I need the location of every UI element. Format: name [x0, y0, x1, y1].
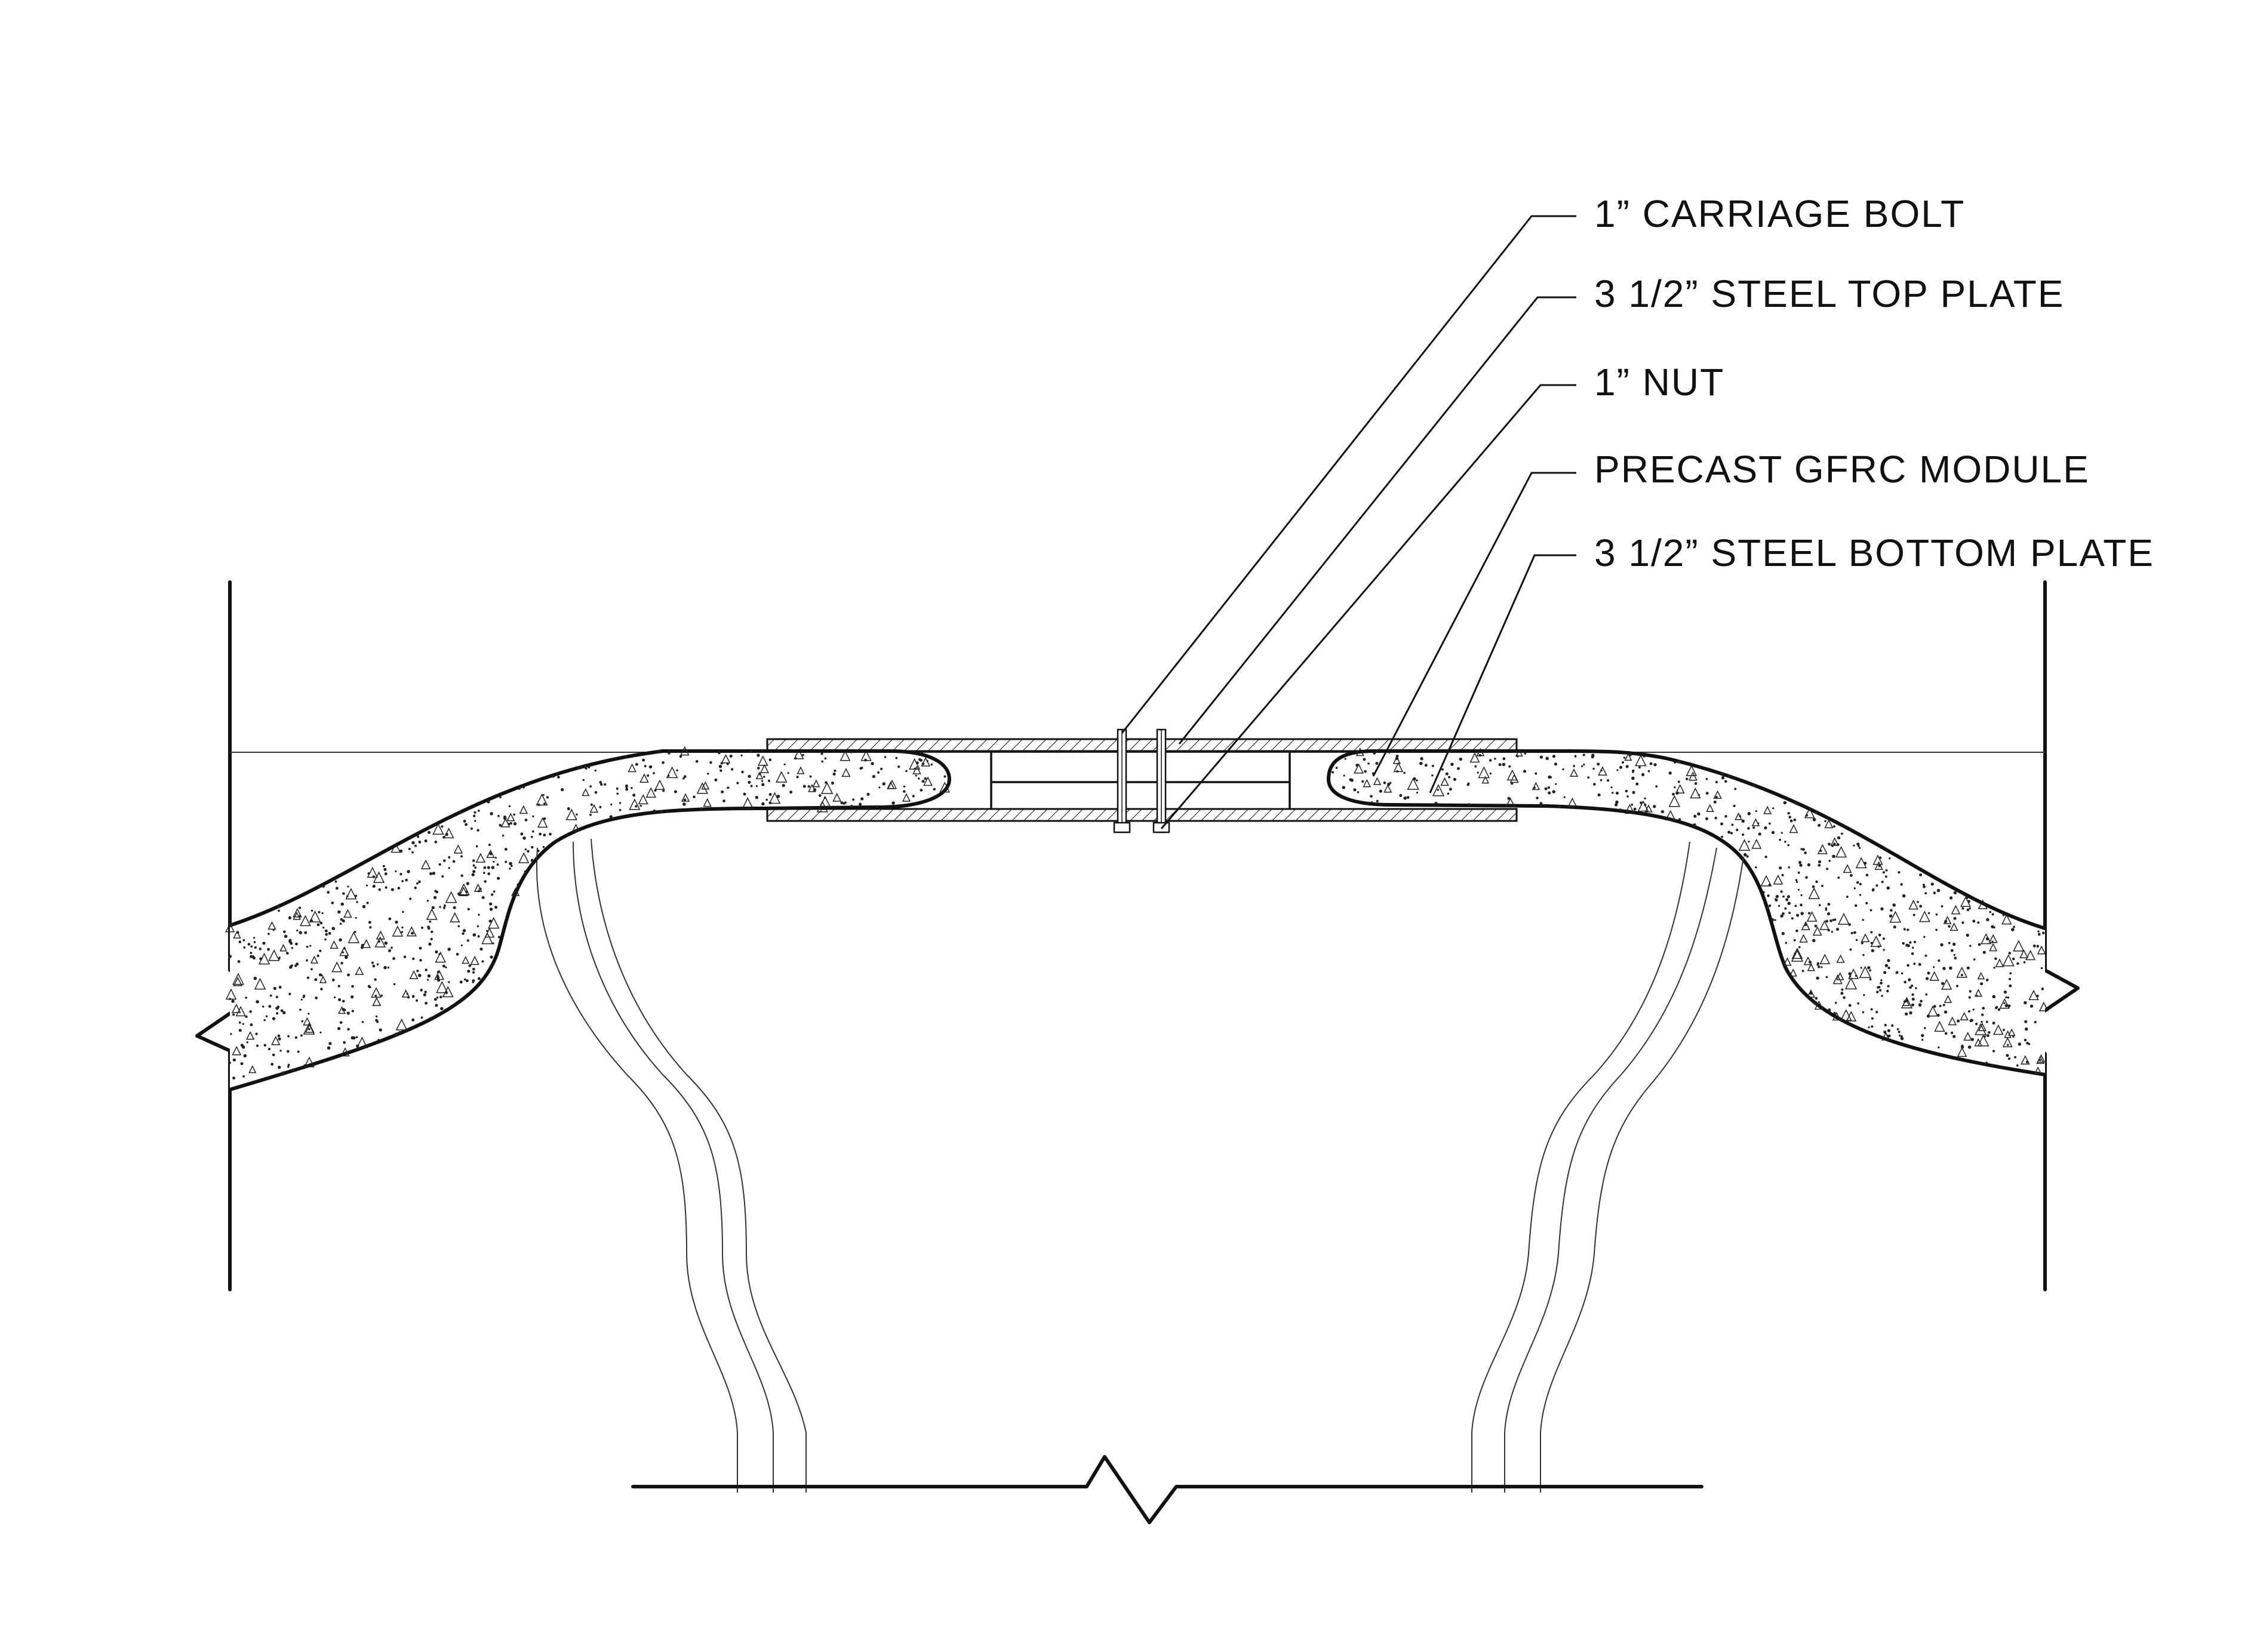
bottom-steel-plate — [766, 808, 1518, 822]
left-gfrc-module — [228, 749, 951, 1091]
concrete-stipple — [225, 746, 2049, 1080]
callout-label-carriage-bolt: 1” CARRIAGE BOLT — [1594, 192, 1965, 235]
left-support-lines — [536, 838, 807, 1493]
leader-top-plate — [1178, 296, 1576, 745]
ground-break-line — [631, 1455, 1703, 1524]
callout-label-nut: 1” NUT — [1594, 361, 1724, 404]
right-support-lines — [1471, 841, 1744, 1493]
leader-nut — [1160, 384, 1576, 829]
leader-carriage-bolt — [1121, 215, 1576, 734]
callout-label-gfrc-module: PRECAST GFRC MODULE — [1594, 448, 2090, 491]
leader-gfrc-module — [1372, 472, 1576, 777]
callout-label-bottom-plate: 3 1/2” STEEL BOTTOM PLATE — [1594, 531, 2154, 574]
carriage-bolt-1 — [1113, 728, 1131, 833]
callout-label-top-plate: 3 1/2” STEEL TOP PLATE — [1594, 272, 2064, 315]
center-channel — [990, 751, 1291, 809]
leader-lines — [1121, 215, 1576, 829]
right-gfrc-module — [1327, 749, 2047, 1076]
top-steel-plate — [766, 738, 1518, 752]
carriage-bolt-2 — [1152, 728, 1170, 833]
leader-bottom-plate — [1429, 554, 1576, 793]
